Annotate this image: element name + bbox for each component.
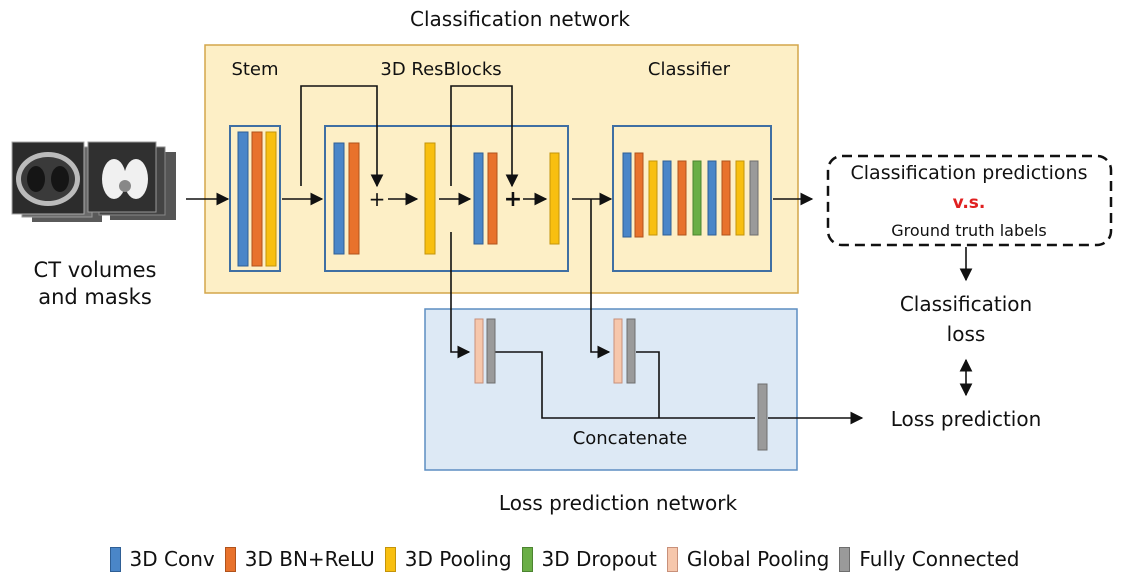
legend-swatch-conv (109, 546, 121, 572)
classification-predictions-label: Classification predictions (851, 162, 1088, 184)
classifier-bn-relu-layer-3 (721, 160, 731, 236)
stem-box (229, 125, 281, 272)
versus-label: v.s. (953, 193, 986, 213)
resblock1-conv-layer (333, 142, 345, 255)
resblocks-label: 3D ResBlocks (380, 59, 501, 80)
classifier-pooling-layer-1 (648, 160, 658, 236)
branch1-fc-layer (486, 318, 496, 384)
classification-loss-line1: Classification (900, 292, 1032, 316)
stem-conv-layer (237, 131, 249, 267)
legend-swatch-bn-relu (224, 546, 236, 572)
classifier-fc-layer (749, 160, 759, 236)
legend-label-fully-connected: Fully Connected (859, 547, 1020, 571)
branch1-global-pooling-layer (474, 318, 484, 384)
legend-swatch-dropout (521, 546, 533, 572)
ct-volume-stack-image (11, 141, 176, 222)
legend-label-global-pooling: Global Pooling (686, 547, 830, 571)
resblock2-bn-relu-layer (487, 152, 498, 245)
legend-item-pooling: 3D Pooling (384, 546, 512, 572)
legend-label-bn-relu: 3D BN+ReLU (244, 547, 375, 571)
input-label-line2: and masks (38, 285, 152, 309)
loss-prediction-network-title: Loss prediction network (499, 491, 738, 515)
ground-truth-labels-label: Ground truth labels (891, 221, 1046, 240)
legend-label-pooling: 3D Pooling (404, 547, 512, 571)
final-fc-layer (757, 383, 768, 451)
residual-add-1: + (369, 187, 386, 211)
branch2-global-pooling-layer (613, 318, 623, 384)
classifier-conv-layer-1 (622, 152, 632, 238)
legend-item-fully-connected: Fully Connected (839, 546, 1020, 572)
branch2-fc-layer (626, 318, 636, 384)
resblock1-pooling-layer (424, 142, 436, 255)
residual-add-2: + (504, 187, 522, 212)
legend: 3D Conv 3D BN+ReLU 3D Pooling 3D Dropout… (0, 544, 1129, 574)
legend-item-bn-relu: 3D BN+ReLU (224, 546, 375, 572)
resblock2-conv-layer (473, 152, 484, 245)
classifier-layers (622, 152, 759, 238)
classifier-bn-relu-layer-1 (634, 152, 644, 238)
stem-bn-relu-layer (251, 131, 263, 267)
loss-branch-arrows (450, 199, 864, 425)
resblocks-box (324, 125, 569, 272)
legend-item-dropout: 3D Dropout (521, 546, 657, 572)
classifier-conv-layer-2 (662, 160, 672, 236)
stem-pooling-layer (265, 131, 277, 267)
classifier-conv-layer-3 (707, 160, 717, 236)
concatenate-label: Concatenate (573, 428, 688, 449)
resblock2-pooling-layer (549, 152, 560, 245)
classification-network-title: Classification network (410, 7, 630, 31)
classifier-label: Classifier (648, 59, 731, 80)
classifier-box (612, 125, 772, 272)
classifier-pooling-layer-2 (735, 160, 745, 236)
legend-label-conv: 3D Conv (129, 547, 215, 571)
loss-prediction-label: Loss prediction (891, 407, 1042, 431)
legend-item-conv: 3D Conv (109, 546, 215, 572)
legend-swatch-pooling (384, 546, 396, 572)
main-flow-arrows (186, 85, 814, 206)
legend-item-global-pooling: Global Pooling (666, 546, 830, 572)
resblock1-bn-relu-layer (348, 142, 360, 255)
classification-loss-line2: loss (947, 322, 986, 346)
stem-label: Stem (231, 59, 278, 80)
legend-swatch-global-pooling (666, 546, 678, 572)
input-label-line1: CT volumes (34, 258, 157, 282)
classifier-dropout-layer (692, 160, 702, 236)
legend-label-dropout: 3D Dropout (541, 547, 657, 571)
legend-swatch-fully-connected (839, 546, 851, 572)
classifier-bn-relu-layer-2 (677, 160, 687, 236)
predictions-vs-labels-box (826, 154, 1113, 247)
